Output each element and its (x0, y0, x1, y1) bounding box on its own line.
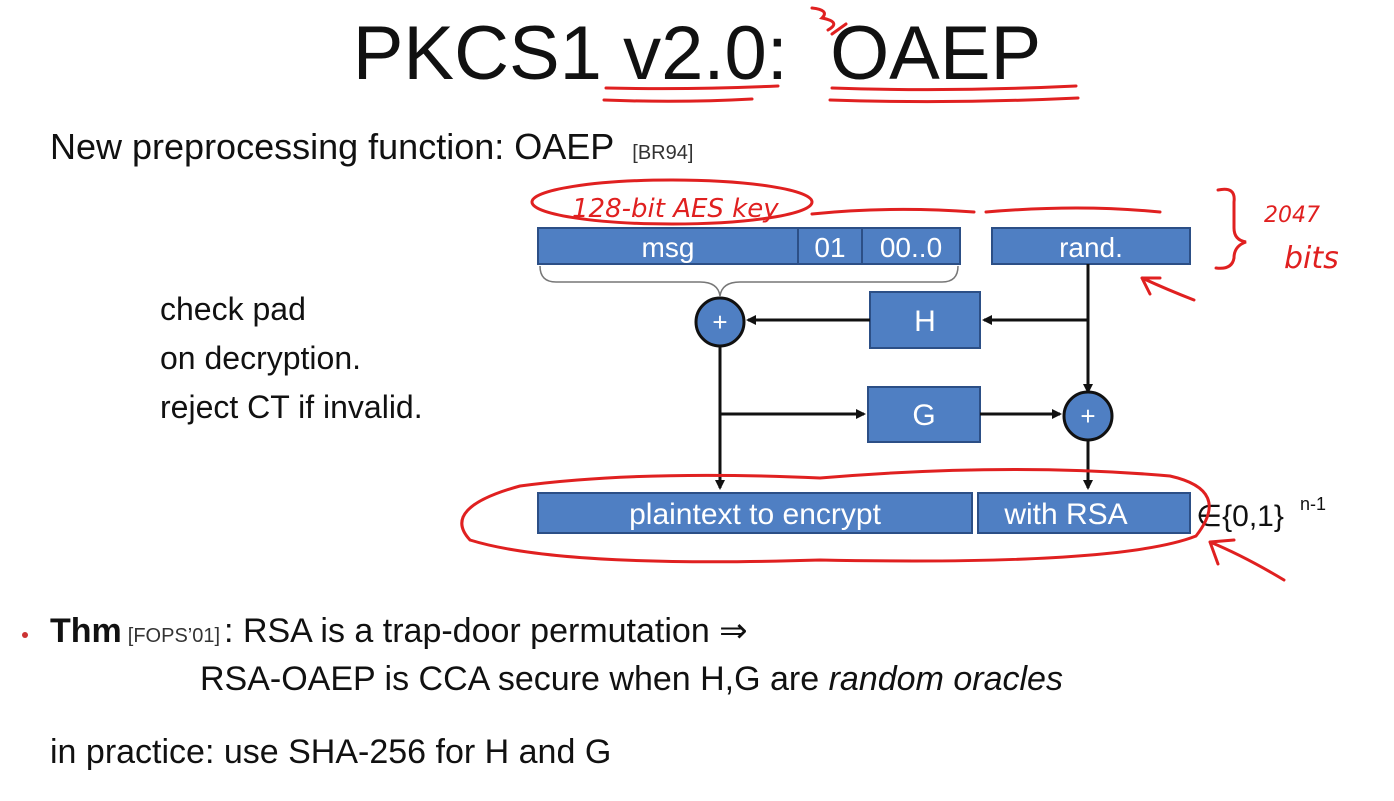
output-circle (460, 467, 1211, 564)
aes-key-circle (530, 178, 814, 226)
g-label: G (912, 399, 935, 432)
g-box (867, 386, 981, 443)
arrow-scribble-oaep (810, 6, 848, 36)
aes-extend-line (810, 206, 1162, 216)
title-prefix: PKCS1 (352, 11, 624, 96)
xor1-symbol: + (712, 307, 727, 337)
side-note-3: reject CT if invalid. (160, 389, 423, 425)
aes-note: 128-bit AES key (572, 194, 779, 224)
with-rsa-box (977, 492, 1191, 534)
arrows (715, 264, 1093, 490)
thm-label: Thm (50, 612, 122, 650)
thm-line2-plain: RSA-OAEP is CCA secure when H,G are (200, 660, 829, 698)
theorem-line-2: RSA-OAEP is CCA secure when H,G are rand… (200, 660, 1063, 699)
bullet-dot (22, 632, 28, 638)
underline-version (602, 84, 780, 103)
thm-statement: : RSA is a trap-door permutation ⇒ (224, 612, 748, 650)
brace (539, 265, 959, 297)
side-note-1: check pad (160, 291, 306, 327)
output-pointer-arrow (1208, 538, 1286, 582)
xor-node-2: + (1062, 390, 1114, 442)
h-label: H (914, 305, 936, 338)
pad00-label: 00..0 (880, 232, 942, 263)
subtitle: New preprocessing function: OAEP [BR94] (50, 126, 693, 168)
rand-pointer-arrow (1140, 276, 1196, 302)
bits-number: 2047 (1264, 203, 1320, 228)
rand-box (991, 227, 1191, 265)
red-annotations (460, 6, 1286, 582)
xor2-symbol: + (1080, 401, 1095, 431)
slide-title: PKCS1 v2.0: OAEP (0, 10, 1394, 97)
title-name: OAEP (830, 11, 1042, 96)
rand-label: rand. (1059, 232, 1123, 263)
msg-label: msg (642, 232, 695, 263)
subtitle-ref: [BR94] (632, 142, 694, 164)
xor-node-1: + (694, 296, 746, 348)
with-rsa-label: with RSA (1003, 498, 1127, 531)
side-note-2: on decryption. (160, 340, 362, 376)
plaintext-box (537, 492, 973, 534)
pad00-box (861, 227, 961, 265)
input-row: msg 01 00..0 rand. (537, 227, 1191, 265)
title-version: v2.0: (623, 11, 788, 96)
side-notes: check pad on decryption. reject CT if in… (160, 285, 423, 432)
thm-ref: [FOPS’01] (127, 625, 221, 647)
bits-word: bits (1284, 241, 1339, 276)
bits-brace (1214, 187, 1247, 270)
practice-note: in practice: use SHA-256 for H and G (50, 733, 612, 771)
underline-oaep (828, 84, 1080, 104)
plaintext-label: plaintext to encrypt (629, 498, 881, 531)
membership-exponent: n-1 (1300, 494, 1326, 514)
subtitle-text: New preprocessing function: OAEP (50, 126, 615, 167)
theorem-line-1: Thm[FOPS’01]: RSA is a trap-door permuta… (50, 611, 748, 651)
pad01-label: 01 (814, 232, 845, 263)
thm-line2-italic: random oracles (828, 660, 1063, 698)
